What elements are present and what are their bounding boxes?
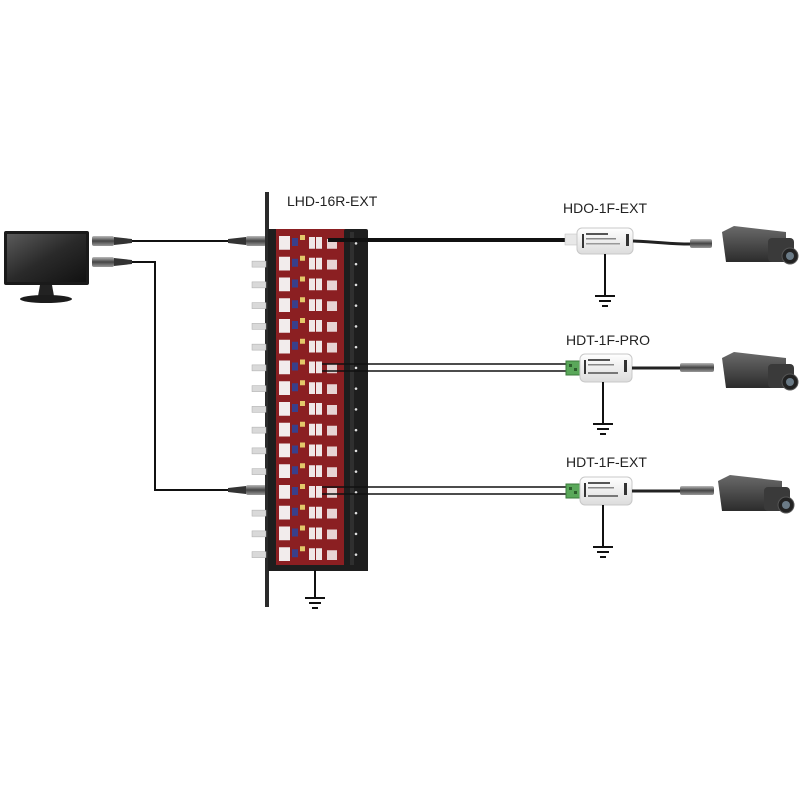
bnc-connector-icon bbox=[680, 486, 714, 495]
panel-channel-3 bbox=[251, 276, 358, 292]
panel-channel-11 bbox=[251, 442, 358, 458]
panel-channel-9 bbox=[251, 401, 358, 416]
panel-channel-14 bbox=[251, 504, 358, 520]
camera-icon bbox=[722, 352, 799, 391]
monitor-icon bbox=[4, 231, 89, 303]
transceiver-2-label: HDT-1F-PRO bbox=[566, 332, 650, 348]
transceiver-hdt-1f-ext: HDT-1F-EXT bbox=[565, 454, 647, 558]
bnc-connector-icon bbox=[680, 363, 714, 372]
bnc-connector-icon bbox=[228, 485, 266, 495]
panel-channel-7 bbox=[251, 359, 358, 375]
panel-channel-4 bbox=[251, 297, 358, 312]
twisted-pair-ch7 bbox=[322, 363, 566, 372]
panel-channel-1 bbox=[279, 235, 358, 250]
panel-channel-6 bbox=[251, 338, 358, 354]
coax-cable-cam1 bbox=[632, 239, 691, 246]
twisted-pair-ch13 bbox=[322, 486, 566, 495]
panel-channel-16 bbox=[251, 546, 358, 561]
transceiver-1-label: HDO-1F-EXT bbox=[563, 200, 647, 216]
panel-channel-8 bbox=[251, 380, 358, 395]
monitor bbox=[4, 231, 132, 303]
ground-symbol-panel bbox=[305, 570, 325, 609]
panel-channel-15 bbox=[251, 525, 358, 541]
coax-cable-monitor-ch13 bbox=[132, 261, 228, 491]
terminal-block-icon bbox=[565, 483, 581, 499]
panel-label: LHD-16R-EXT bbox=[287, 193, 378, 209]
bnc-connector-icon bbox=[690, 239, 712, 248]
panel-channel-13 bbox=[279, 484, 358, 499]
terminal-block-icon bbox=[565, 360, 581, 376]
bnc-connector-icon bbox=[228, 236, 266, 246]
panel-channel-5 bbox=[251, 318, 358, 333]
ground-symbol bbox=[593, 505, 613, 558]
ground-symbol bbox=[595, 254, 615, 307]
transceiver-hdo-1f-ext: HDO-1F-EXT bbox=[563, 200, 647, 307]
camera-3 bbox=[718, 475, 795, 514]
transceiver-hdt-1f-pro: HDT-1F-PRO bbox=[565, 332, 650, 435]
panel-channel-10 bbox=[251, 421, 358, 437]
bnc-connector-icon bbox=[92, 257, 132, 267]
rack-panel-icon bbox=[251, 192, 368, 607]
transceiver-icon bbox=[564, 227, 634, 255]
camera-icon bbox=[718, 475, 795, 514]
panel-channel-2 bbox=[251, 255, 358, 271]
bnc-connector-icon bbox=[92, 236, 132, 246]
ground-symbol bbox=[593, 382, 613, 435]
patch-panel: LHD-16R-EXT bbox=[251, 192, 378, 607]
camera-1 bbox=[722, 226, 799, 265]
transceiver-icon bbox=[579, 476, 633, 506]
camera-icon bbox=[722, 226, 799, 265]
camera-2 bbox=[722, 352, 799, 391]
transceiver-icon bbox=[579, 353, 633, 383]
transceiver-3-label: HDT-1F-EXT bbox=[566, 454, 647, 470]
panel-channel-12 bbox=[251, 463, 358, 478]
